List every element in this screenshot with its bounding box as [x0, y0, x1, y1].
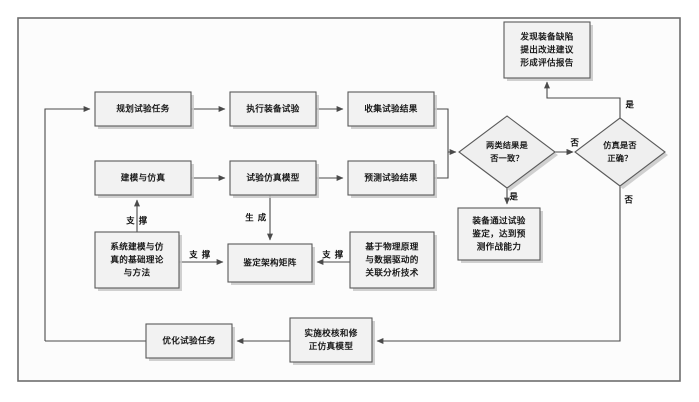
node-execute-equipment-test-label-0: 执行装备试验 — [246, 103, 299, 115]
node-optimize-test-task-label-0: 优化试验任务 — [162, 335, 215, 347]
node-physics-data-correlation-analysis-label-2: 关联分析技术 — [365, 267, 418, 279]
node-collect-test-results-label-0: 收集试验结果 — [364, 103, 417, 115]
connector-feedback-loop-to-plan — [44, 106, 91, 341]
node-plan-test-task-box — [94, 91, 192, 127]
decision-results-consistent-label-1: 否一致？ — [489, 153, 524, 163]
node-evaluation-architecture-matrix-label-0: 鉴定架构矩阵 — [242, 257, 296, 269]
connector-layer — [44, 81, 621, 344]
connector-collect-to-decision — [434, 108, 457, 155]
node-predict-test-results-box — [347, 160, 435, 196]
decision-results-consistent-label-0: 两类结果是 — [486, 140, 529, 150]
node-evaluation-architecture-matrix-box — [227, 243, 313, 283]
node-physics-data-correlation-analysis-box — [349, 231, 435, 289]
node-plan-test-task-label-0: 规划试验任务 — [116, 103, 169, 115]
node-collect-test-results-box — [347, 91, 435, 127]
node-collect-test-results[interactable]: 收集试验结果 — [347, 91, 437, 129]
node-equipment-passes-evaluation-label-2: 测作战能力 — [477, 241, 521, 253]
node-defect-report-label-0: 发现装备缺陷 — [519, 31, 573, 43]
decision-results-consistent-diamond — [458, 115, 556, 189]
node-execute-equipment-test-box — [229, 91, 317, 127]
node-modeling-theory-methods-label-2: 与方法 — [124, 267, 151, 279]
node-defect-report-box — [503, 21, 591, 79]
node-equipment-passes-evaluation-label-0: 装备通过试验 — [471, 215, 525, 227]
connector-decision-simulation-yes-to-report — [544, 81, 621, 118]
edge-label-generate: 生 成 — [245, 213, 266, 223]
node-test-simulation-model-box — [229, 160, 317, 196]
node-evaluation-architecture-matrix[interactable]: 鉴定架构矩阵 — [227, 243, 315, 285]
node-equipment-passes-evaluation-label-1: 鉴定，达到预 — [471, 228, 525, 240]
decision-simulation-correct-label-1: 正确？ — [607, 153, 632, 163]
node-execute-equipment-test[interactable]: 执行装备试验 — [229, 91, 319, 129]
node-modeling-theory-methods-box — [94, 231, 180, 289]
edge-label-yes-simulation-correct: 是 — [625, 100, 635, 110]
node-test-simulation-model[interactable]: 试验仿真模型 — [229, 160, 319, 198]
node-optimize-test-task-box — [145, 323, 233, 359]
node-verify-and-correct-simulation-model-box — [289, 317, 373, 363]
node-modeling-theory-methods-label-0: 系统建模与仿 — [110, 241, 163, 253]
node-defect-report-label-1: 提出改进建议 — [520, 44, 573, 56]
node-test-simulation-model-label-0: 试验仿真模型 — [246, 172, 299, 184]
node-predict-test-results-label-0: 预测试验结果 — [364, 172, 417, 184]
edge-label-support-modeling: 支 撑 — [125, 216, 147, 226]
node-verify-and-correct-simulation-model-label-0: 实施校核和修 — [304, 327, 357, 339]
connector-decision-simulation-no-to-verify — [376, 186, 621, 344]
node-optimize-test-task[interactable]: 优化试验任务 — [145, 323, 235, 361]
node-modeling-theory-methods-label-1: 真的基础理论 — [110, 254, 163, 266]
node-plan-test-task[interactable]: 规划试验任务 — [94, 91, 194, 129]
edge-label-support-matrix-right: 支 撑 — [321, 250, 343, 260]
node-verify-and-correct-simulation-model-label-1: 正仿真模型 — [309, 340, 354, 352]
edge-label-no-simulation-correct: 否 — [624, 195, 634, 205]
decision-simulation-correct-diamond — [574, 117, 666, 187]
node-modeling-and-simulation[interactable]: 建模与仿真 — [94, 160, 194, 198]
node-physics-data-correlation-analysis-label-0: 基于物理原理 — [364, 241, 418, 253]
node-predict-test-results[interactable]: 预测试验结果 — [347, 160, 437, 198]
edge-label-support-matrix-left: 支 撑 — [188, 250, 210, 260]
connector-predict-to-decision — [434, 152, 449, 179]
node-defect-report-label-2: 形成评估报告 — [520, 57, 573, 69]
node-physics-data-correlation-analysis-label-1: 与数据驱动的 — [365, 254, 418, 266]
edge-label-yes-results-consistent: 是 — [509, 192, 519, 202]
edge-label-no-results-consistent: 否 — [570, 138, 580, 148]
decision-simulation-correct-label-0: 仿真是否 — [603, 140, 637, 150]
edge-label-layer: 支 撑支 撑支 撑生 成否是是否 — [125, 100, 634, 260]
node-equipment-passes-evaluation-box — [457, 207, 541, 261]
node-modeling-and-simulation-box — [94, 160, 192, 196]
node-modeling-and-simulation-label-0: 建模与仿真 — [120, 172, 166, 184]
